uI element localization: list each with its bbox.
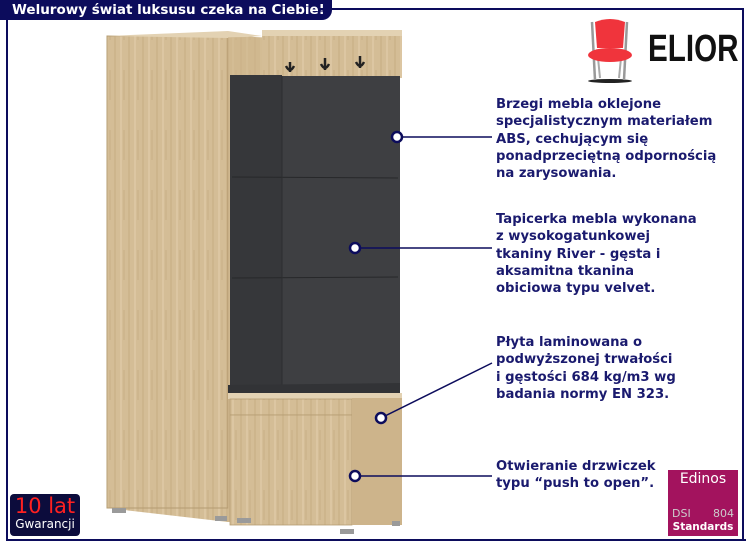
edinos-number: 804 [713,507,734,520]
feature-abs-edges: Brzegi mebla oklejone specjalistycznym m… [496,97,717,182]
callout-dot [374,411,388,425]
brand-name: ELIOR [648,28,739,70]
callout-dot [348,241,362,255]
edinos-badge: Edinos DSI 804 Standards [668,470,738,536]
upholstered-panels [228,75,400,395]
bench-door [229,414,353,526]
frame-border [742,8,744,541]
warranty-badge: 10 lat Gwarancji [10,494,80,536]
callout-dot [348,469,362,483]
coat-hook-icon [284,56,366,72]
callout-lines [348,130,493,483]
warranty-label: Gwarancji [15,517,75,531]
feature-upholstery: Tapicerka mebla wykonana z wysokogatunko… [496,212,697,297]
hall-unit [228,30,402,534]
warranty-years: 10 lat [14,494,76,518]
frame-border [320,8,744,10]
banner-title: Welurowy świat luksusu czeka na Ciebie! [12,2,325,18]
edinos-standards: Standards [672,521,734,533]
frame-border [6,539,746,541]
frame-border [6,18,8,540]
red-chair-icon [588,19,632,83]
header-banner: Welurowy świat luksusu czeka na Ciebie! [0,0,332,20]
feature-laminate: Płyta laminowana o podwyższonej trwałośc… [496,335,676,402]
callout-dot [390,130,404,144]
edinos-name: Edinos [679,471,727,487]
feature-push-to-open: Otwieranie drzwiczek typu “push to open”… [496,459,656,492]
edinos-dsi: DSI [672,507,691,520]
